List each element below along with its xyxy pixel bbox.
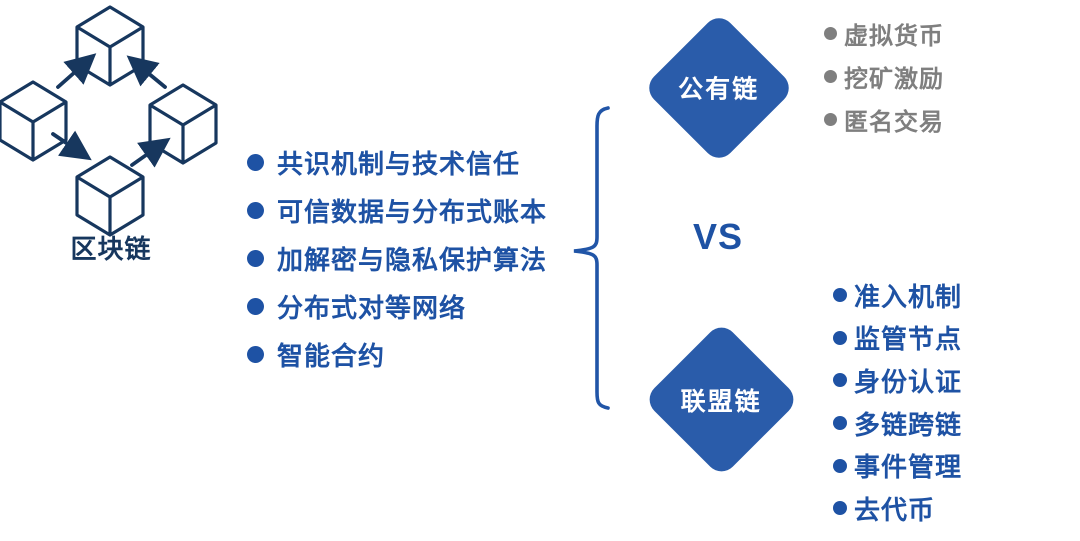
bullet-icon <box>247 345 264 363</box>
consortium-chain-label: 联盟链 <box>680 387 763 416</box>
blockchain-network-icon <box>0 5 218 237</box>
cube-bottom-icon <box>75 155 145 237</box>
arrow-left-to-bottom-icon <box>51 130 92 161</box>
cube-right-icon <box>148 83 218 165</box>
bullet-icon <box>833 288 847 303</box>
trait-label: 虚拟货币 <box>844 23 944 50</box>
list-item: 分布式对等网络 <box>247 282 547 330</box>
list-item: 可信数据与分布式账本 <box>247 186 547 234</box>
trait-label: 匿名交易 <box>844 109 944 136</box>
arrow-right-to-top-icon <box>126 55 167 89</box>
bullet-icon <box>247 201 264 219</box>
vs-label: VS <box>692 216 744 257</box>
feature-label: 智能合约 <box>277 340 386 371</box>
bullet-icon <box>247 153 264 171</box>
list-item: 虚拟货币 <box>824 12 944 55</box>
trait-label: 监管节点 <box>854 324 963 355</box>
feature-label: 分布式对等网络 <box>277 292 467 323</box>
list-item: 监管节点 <box>833 317 962 360</box>
consortium-chain-trait-list: 准入机制 监管节点 身份认证 多链跨链 事件管理 去代币 <box>833 274 962 530</box>
list-item: 去代币 <box>833 487 962 530</box>
list-item: 准入机制 <box>833 274 962 317</box>
feature-label: 共识机制与技术信任 <box>277 148 521 179</box>
list-item: 身份认证 <box>833 359 962 402</box>
bullet-icon <box>833 416 847 431</box>
public-chain-label: 公有链 <box>678 75 760 104</box>
public-chain-trait-list: 虚拟货币 挖矿激励 匿名交易 <box>824 12 944 141</box>
bullet-icon <box>833 330 847 345</box>
bullet-icon <box>833 373 847 388</box>
bullet-icon <box>824 27 837 40</box>
bullet-icon <box>824 70 837 83</box>
list-item: 事件管理 <box>833 444 962 487</box>
feature-list: 共识机制与技术信任 可信数据与分布式账本 加解密与隐私保护算法 分布式对等网络 … <box>247 138 547 378</box>
feature-label: 可信数据与分布式账本 <box>277 196 548 227</box>
bullet-icon <box>247 297 264 315</box>
bullet-icon <box>824 113 837 126</box>
list-item: 共识机制与技术信任 <box>247 138 547 186</box>
list-item: 智能合约 <box>247 330 547 378</box>
list-item: 挖矿激励 <box>824 55 944 98</box>
brace-connector <box>573 106 610 410</box>
trait-label: 身份认证 <box>854 366 963 397</box>
feature-label: 加解密与隐私保护算法 <box>277 244 548 275</box>
arrow-left-to-top-icon <box>56 53 97 89</box>
list-item: 多链跨链 <box>833 402 962 445</box>
list-item: 匿名交易 <box>824 98 944 141</box>
cube-top-icon <box>75 5 145 87</box>
trait-label: 去代币 <box>854 494 936 525</box>
trait-label: 挖矿激励 <box>844 66 944 93</box>
cube-left-icon <box>0 80 68 162</box>
arrow-bottom-to-right-icon <box>130 137 171 168</box>
trait-label: 准入机制 <box>854 281 963 312</box>
consortium-chain-diamond: 联盟链 <box>643 321 800 478</box>
trait-label: 多链跨链 <box>854 409 963 440</box>
public-chain-diamond: 公有链 <box>642 11 796 165</box>
bullet-icon <box>247 249 264 267</box>
blockchain-label: 区块链 <box>70 234 152 264</box>
bullet-icon <box>833 458 847 473</box>
bullet-icon <box>833 501 847 516</box>
list-item: 加解密与隐私保护算法 <box>247 234 547 282</box>
trait-label: 事件管理 <box>854 452 963 483</box>
